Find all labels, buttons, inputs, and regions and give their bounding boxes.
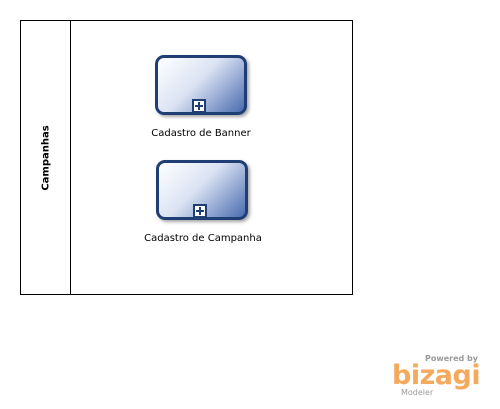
plus-icon <box>196 207 204 215</box>
task-cadastro-de-campanha[interactable] <box>156 160 248 220</box>
task-label: Cadastro de Campanha <box>144 233 262 244</box>
bizagi-logo: Powered by bizagi Modeler <box>392 354 482 400</box>
brand-wordmark: bizagi <box>392 360 481 391</box>
product-name: Modeler <box>401 388 434 397</box>
subprocess-marker <box>193 204 207 218</box>
subprocess-marker <box>192 99 206 113</box>
pool-header: Campanhas <box>21 21 71 294</box>
plus-icon <box>195 102 203 110</box>
task-label: Cadastro de Banner <box>151 128 251 139</box>
pool-label: Campanhas <box>40 125 52 191</box>
pool-campanhas[interactable]: Campanhas <box>20 20 353 295</box>
task-cadastro-de-banner[interactable] <box>155 55 247 115</box>
powered-by-text: Powered by <box>425 354 478 363</box>
